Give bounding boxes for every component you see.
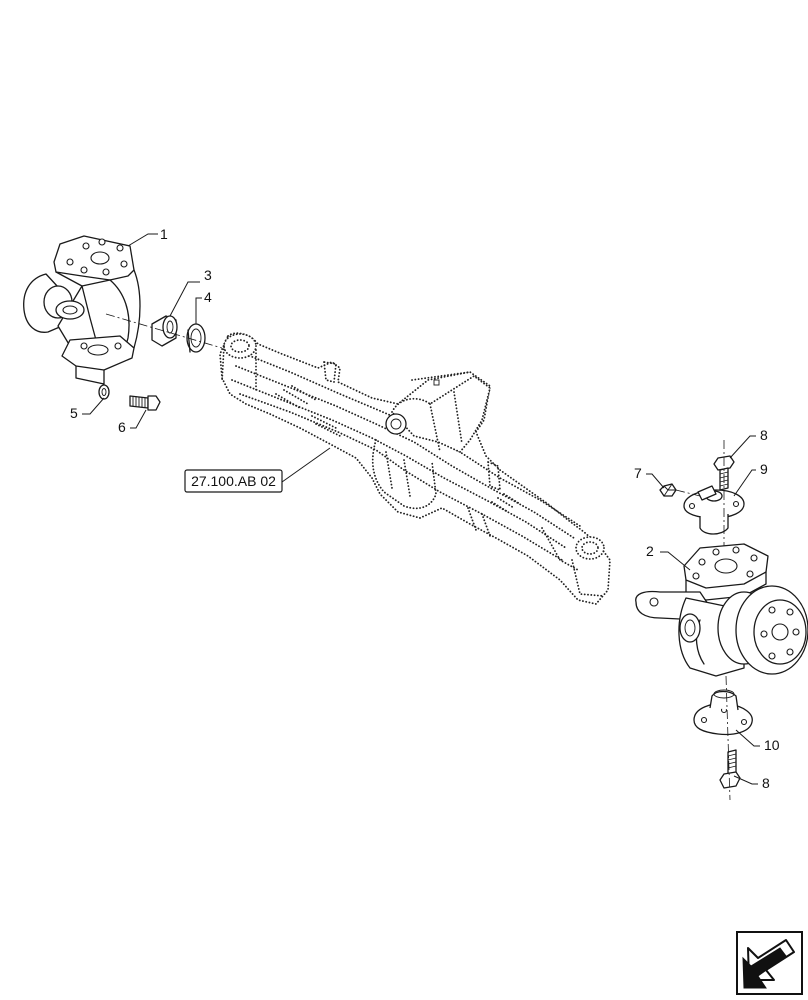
leader-5 [82,397,105,415]
leader-4 [195,297,202,324]
ball-joint-part-9 [683,485,745,535]
assembly-axis-left [105,313,223,349]
leader-6 [130,409,147,429]
ball-joint-part-10 [693,689,753,736]
callout-5: 5 [70,405,78,421]
leader-reference [281,447,331,483]
bolt-part-8-lower [719,749,741,789]
leader-7 [646,473,665,489]
callout-8-lower: 8 [762,775,770,791]
callout-10: 10 [764,737,780,753]
callout-2: 2 [646,543,654,559]
leader-8-lower [733,775,758,785]
callout-1: 1 [160,226,168,242]
bolt-part-6 [129,395,161,411]
steering-knuckle-left [23,235,141,385]
leader-10 [735,729,760,747]
callout-3: 3 [204,267,212,283]
callout-4: 4 [204,289,212,305]
return-arrow-icon[interactable] [736,931,803,995]
axle-housing [219,332,611,605]
steering-knuckle-right [635,543,808,677]
bushing-part-3 [151,315,178,347]
callout-7: 7 [634,465,642,481]
callout-8-upper: 8 [760,427,768,443]
assembly-axis-nut [675,489,701,497]
leader-3 [169,281,200,317]
seal-part-4 [186,323,206,353]
reference-label[interactable]: 27.100.AB 02 [191,473,276,489]
leader-1 [127,233,158,247]
nut-part-7 [659,483,677,497]
callout-9: 9 [760,461,768,477]
assembly-axis-right-lower [725,675,731,801]
reference-link[interactable]: 27.100.AB 02 [184,469,283,493]
washer-part-5 [98,384,110,400]
leader-8-upper [729,435,756,459]
leader-9 [733,469,756,497]
callout-6: 6 [118,419,126,435]
leader-2 [660,551,691,571]
